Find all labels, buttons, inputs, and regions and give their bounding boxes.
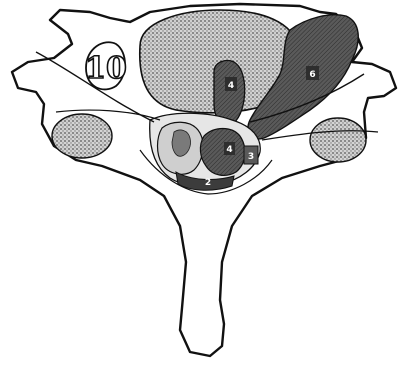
label-2: 2 (205, 178, 211, 188)
lateral-mass-left (52, 114, 112, 158)
label-4-lower: 4 (226, 145, 232, 155)
label-10: 10 (85, 51, 127, 86)
lateral-mass-right (310, 118, 366, 162)
label-6: 6 (309, 70, 315, 80)
region-4-lower (200, 129, 245, 176)
label-3: 3 (248, 152, 254, 162)
label-4-upper: 4 (228, 81, 234, 91)
